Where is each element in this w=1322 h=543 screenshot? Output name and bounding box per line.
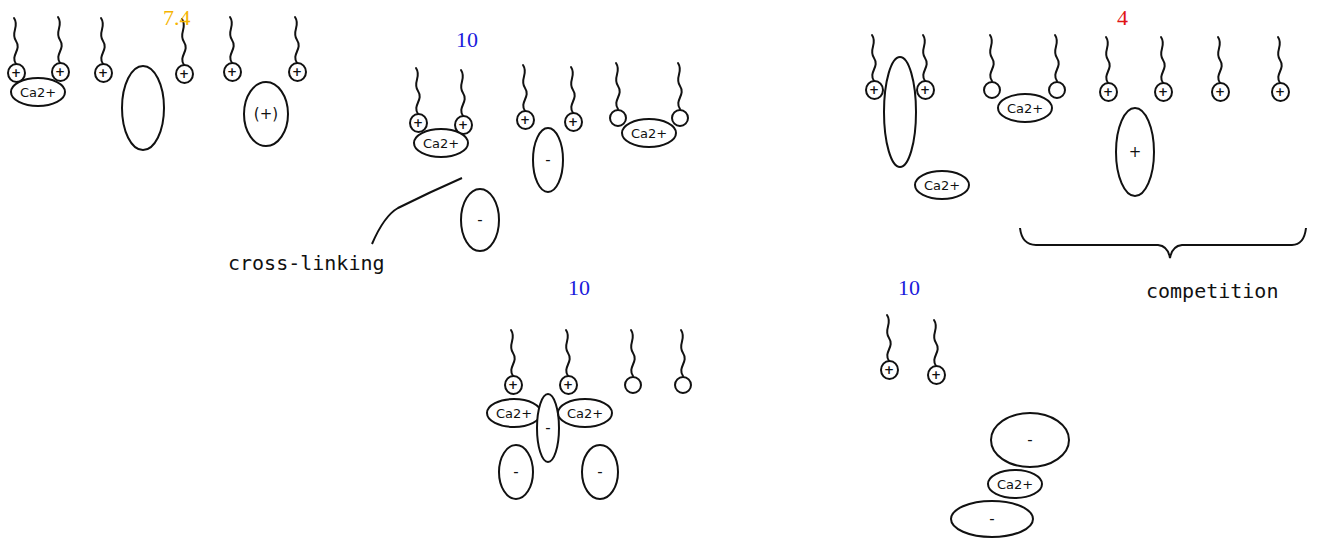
headgroup-circle: + [865, 80, 884, 100]
cross-link-line [372, 178, 462, 244]
charged-molecule: - [498, 444, 534, 500]
node-text: + [1103, 86, 1113, 98]
node-text: + [563, 379, 573, 391]
node-text: Ca2+ [567, 407, 603, 420]
calcium-ion: Ca2+ [486, 398, 542, 428]
ph-value: 10 [898, 276, 920, 300]
node-text: + [920, 84, 930, 96]
headgroup-circle: + [916, 80, 935, 100]
node-text: + [55, 66, 65, 78]
calcium-ion: Ca2+ [413, 128, 469, 158]
node-text: - [513, 465, 518, 480]
node-text: - [989, 512, 994, 527]
node-text: Ca2+ [496, 407, 532, 420]
calcium-ion: Ca2+ [557, 398, 613, 428]
node-text: + [227, 66, 237, 78]
node-text: Ca2+ [924, 179, 960, 192]
headgroup-circle: + [559, 375, 578, 395]
node-text: + [1129, 145, 1142, 160]
node-text: + [869, 84, 879, 96]
node-text: - [597, 465, 602, 480]
neutral-headgroups [610, 82, 1065, 393]
headgroup-circle: + [516, 110, 535, 130]
calcium-ion: Ca2+ [987, 469, 1043, 499]
charged-molecule: - [950, 500, 1034, 538]
node-text: - [545, 153, 550, 168]
node-text: + [1158, 86, 1168, 98]
competition-bracket [1020, 228, 1306, 258]
ph-value: 7.4 [163, 6, 191, 30]
headgroup-circle: + [223, 62, 242, 82]
ph-value: 4 [1117, 6, 1128, 30]
node-text: + [11, 67, 21, 79]
node-text: + [568, 116, 578, 128]
node-text: Ca2+ [631, 127, 667, 140]
headgroup-circle: + [564, 112, 583, 132]
calcium-ion: Ca2+ [621, 118, 677, 148]
node-text: Ca2+ [997, 478, 1033, 491]
mechanism-label: competition [1146, 280, 1278, 302]
charged-molecule: - [460, 188, 500, 252]
headgroup-circle: + [1154, 82, 1173, 102]
charged-molecule: - [990, 412, 1070, 468]
neutral-molecules [122, 57, 916, 167]
ph-value: 10 [568, 276, 590, 300]
headgroup-circle: + [927, 365, 946, 385]
node-text: + [520, 114, 530, 126]
node-text: + [1215, 86, 1225, 98]
headgroup-circle: + [880, 360, 899, 380]
headgroup-circle: + [1271, 82, 1290, 102]
node-text: - [477, 213, 482, 228]
headgroup-circle: + [1211, 82, 1230, 102]
node-text: + [508, 379, 518, 391]
lipid-tails [14, 17, 1282, 376]
node-text: + [292, 66, 302, 78]
node-text: + [98, 67, 108, 79]
node-text: + [458, 119, 468, 131]
calcium-ion: Ca2+ [997, 93, 1053, 123]
headgroup-circle: + [175, 64, 194, 84]
charged-molecule: (+) [243, 81, 289, 147]
calcium-ion: Ca2+ [914, 170, 970, 200]
headgroup-circle: + [504, 375, 523, 395]
charged-molecule: - [581, 444, 619, 500]
node-text: + [179, 68, 189, 80]
node-text: + [884, 364, 894, 376]
node-text: + [1275, 86, 1285, 98]
headgroup-circle: + [51, 62, 70, 82]
charged-molecule: - [536, 393, 560, 463]
node-text: Ca2+ [423, 137, 459, 150]
headgroup-circle: + [409, 113, 428, 133]
node-text: + [931, 369, 941, 381]
node-text: - [545, 421, 550, 436]
headgroup-circle: + [288, 62, 307, 82]
node-text: (+) [254, 107, 278, 122]
headgroup-circle: + [1099, 82, 1118, 102]
node-text: Ca2+ [1007, 102, 1043, 115]
calcium-ion: Ca2+ [10, 77, 66, 107]
node-text: - [1027, 433, 1032, 448]
charged-molecule: + [1115, 107, 1155, 197]
mechanism-label: cross-linking [228, 252, 385, 274]
charged-molecule: - [532, 127, 564, 193]
node-text: + [413, 117, 423, 129]
node-text: Ca2+ [20, 86, 56, 99]
ph-value: 10 [456, 28, 478, 52]
headgroup-circle: + [94, 63, 113, 83]
